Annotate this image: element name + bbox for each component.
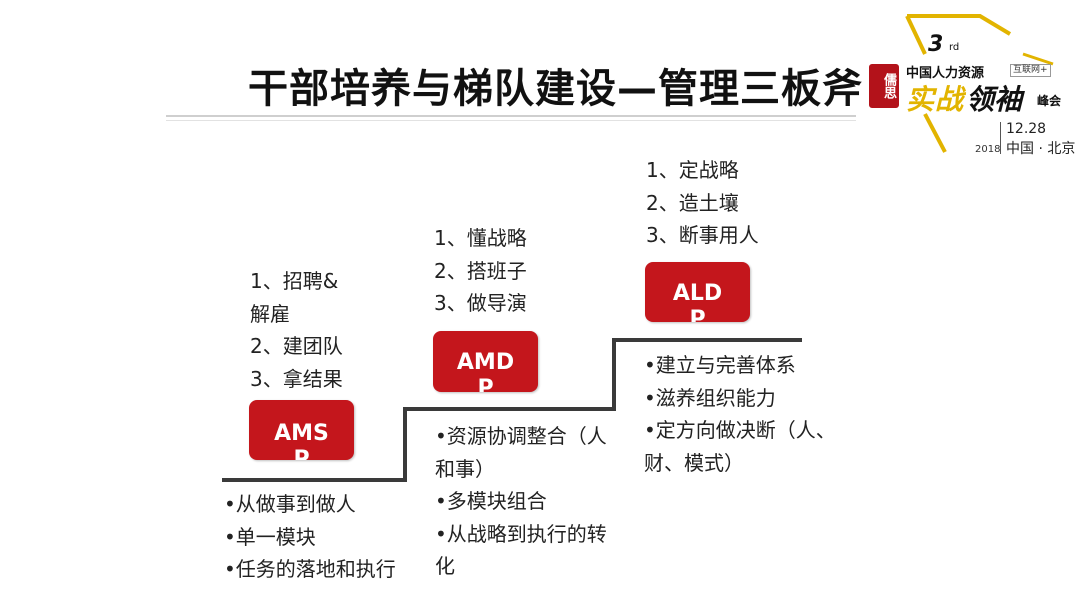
bullet-item: •多模块组合 — [435, 489, 547, 513]
logo-main-c: 峰会 — [1037, 94, 1062, 108]
badge-line1: AMS — [274, 421, 329, 446]
stair-riser-2 — [612, 338, 616, 411]
bullet-item: •从做事到做人 — [224, 492, 356, 516]
bullet-item: •单一模块 — [224, 524, 316, 549]
level-items: 1、招聘& 解雇 2、建团队 3、拿结果 — [250, 265, 343, 395]
level-item: 3、做导演 — [434, 291, 527, 315]
level-item: 2、造土壤 — [646, 190, 739, 215]
logo-frame-icon — [905, 14, 1054, 153]
bullet-item: •滋养组织能力 — [644, 385, 776, 410]
bullet-item: 化 — [435, 554, 455, 578]
stair-step-2 — [403, 407, 615, 411]
level-item: 1、懂战略 — [434, 226, 527, 250]
badge-line1: AMD — [456, 350, 515, 375]
bullet-item: •建立与完善体系 — [644, 353, 796, 377]
logo-number: 3 — [928, 32, 944, 57]
level-badge-amdp: AMD P — [433, 331, 538, 392]
logo-number-suffix: rd — [949, 42, 960, 53]
stair-step-3 — [612, 338, 802, 342]
brand-seal: 儒思 — [869, 64, 899, 108]
level-items: 1、懂战略 2、搭班子 3、做导演 — [434, 222, 527, 320]
stair-step-1 — [222, 478, 406, 482]
logo-main-a: 实战 — [906, 83, 965, 116]
level-bullets: •资源协调整合（人 和事） •多模块组合 •从战略到执行的转 化 — [435, 420, 607, 583]
title-divider — [166, 115, 856, 117]
badge-line1: ALD — [672, 281, 723, 306]
bullet-item: •定方向做决断（人、 — [644, 418, 836, 442]
level-badge-aldp: ALD P — [645, 262, 750, 322]
level-item: 1、定战略 — [646, 158, 739, 182]
logo-year: 2018 — [975, 144, 1001, 155]
logo-city: 中国 · 北京 — [1006, 141, 1076, 157]
stair-riser-1 — [403, 408, 407, 482]
level-item: 3、拿结果 — [250, 366, 343, 391]
level-item: 1、招聘& — [250, 269, 339, 293]
level-item: 2、建团队 — [250, 334, 343, 358]
badge-line2: P — [293, 447, 310, 460]
logo-line1: 中国人力资源 — [906, 66, 985, 81]
bullet-item: •从战略到执行的转 — [435, 521, 607, 546]
bullet-item: •任务的落地和执行 — [224, 557, 396, 581]
page-title: 干部培养与梯队建设—管理三板斧 — [248, 66, 863, 112]
level-bullets: •建立与完善体系 •滋养组织能力 •定方向做决断（人、 财、模式） — [644, 349, 836, 479]
badge-line2: P — [689, 307, 706, 322]
level-item: 3、断事用人 — [646, 223, 759, 247]
logo-main-b: 领袖 — [966, 83, 1023, 116]
logo-date: 12.28 — [1006, 121, 1047, 137]
level-badge-amsp: AMS P — [249, 400, 354, 460]
level-items: 1、定战略 2、造土壤 3、断事用人 — [646, 154, 759, 252]
level-item: 解雇 — [250, 301, 290, 326]
level-bullets: •从做事到做人 •单一模块 •任务的落地和执行 — [224, 488, 396, 586]
bullet-item: 财、模式） — [644, 450, 744, 475]
bullet-item: •资源协调整合（人 — [435, 424, 607, 448]
badge-line2: P — [477, 376, 494, 392]
level-item: 2、搭班子 — [434, 258, 527, 283]
bullet-item: 和事） — [435, 456, 495, 481]
logo-tag: 互联网+ — [1010, 64, 1051, 77]
logo-divider — [1000, 122, 1001, 154]
title-divider-thin — [166, 120, 856, 121]
